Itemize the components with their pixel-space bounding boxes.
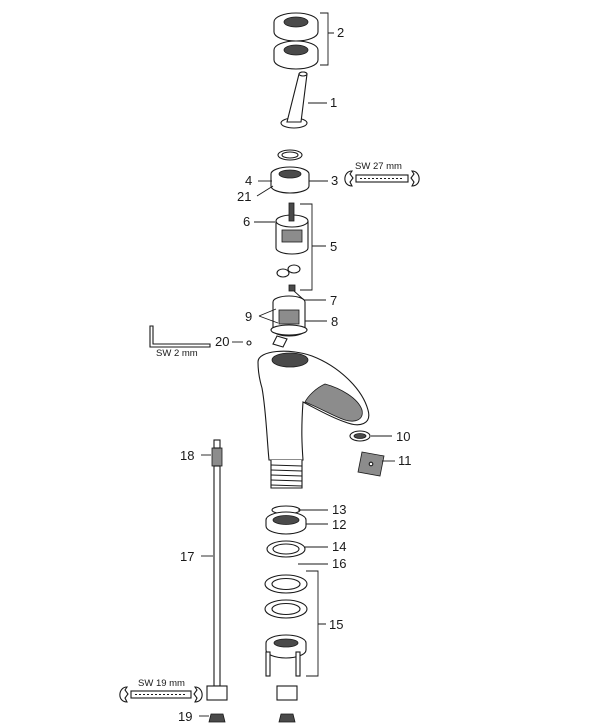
- part-15-bracket: [265, 634, 307, 677]
- label-7: 7: [330, 293, 337, 308]
- label-1: 1: [330, 95, 337, 110]
- label-18: 18: [180, 448, 194, 463]
- label-21: 21: [237, 189, 251, 204]
- part-8-adapter: [270, 295, 308, 337]
- label-13: 13: [332, 502, 346, 517]
- wrench-27-icon: [344, 170, 420, 187]
- part-15-ring-b: [264, 599, 308, 619]
- part-14-ring: [266, 540, 306, 558]
- label-4: 4: [245, 173, 252, 188]
- label-17: 17: [180, 549, 194, 564]
- label-9: 9: [245, 309, 252, 324]
- part-1-rod: [280, 71, 308, 129]
- label-8: 8: [331, 314, 338, 329]
- label-16: 16: [332, 556, 346, 571]
- part-19-nuts: [208, 713, 296, 723]
- wrench-19-icon: [119, 686, 203, 703]
- label-15: 15: [329, 617, 343, 632]
- label-5: 5: [330, 239, 337, 254]
- part-3-oring: [277, 149, 303, 161]
- label-12: 12: [332, 517, 346, 532]
- label-11: 11: [398, 453, 412, 468]
- label-19: 19: [178, 709, 192, 724]
- spout-body: [257, 335, 370, 489]
- label-14: 14: [332, 539, 346, 554]
- part-11-plate: [357, 451, 385, 477]
- hex-key-2-icon: [149, 325, 211, 348]
- part-7-pin: [288, 284, 296, 292]
- label-6: 6: [243, 214, 250, 229]
- part-5-seals: [276, 264, 301, 278]
- part-18-hose-fitting: [211, 439, 223, 467]
- sw-19-label: SW 19 mm: [138, 678, 185, 689]
- label-10: 10: [396, 429, 410, 444]
- label-20: 20: [215, 334, 229, 349]
- part-6-cartridge: [275, 202, 309, 255]
- part-17-hose: [206, 465, 298, 701]
- part-4-nut: [270, 166, 310, 194]
- part-10-aerator: [349, 430, 371, 442]
- sw-2-label: SW 2 mm: [156, 348, 198, 359]
- sw-27-label: SW 27 mm: [355, 161, 402, 172]
- part-12-ring: [265, 511, 307, 535]
- label-3: 3: [331, 173, 338, 188]
- part-2-rings: [273, 12, 319, 70]
- label-2: 2: [337, 25, 344, 40]
- part-15-ring-a: [264, 574, 308, 594]
